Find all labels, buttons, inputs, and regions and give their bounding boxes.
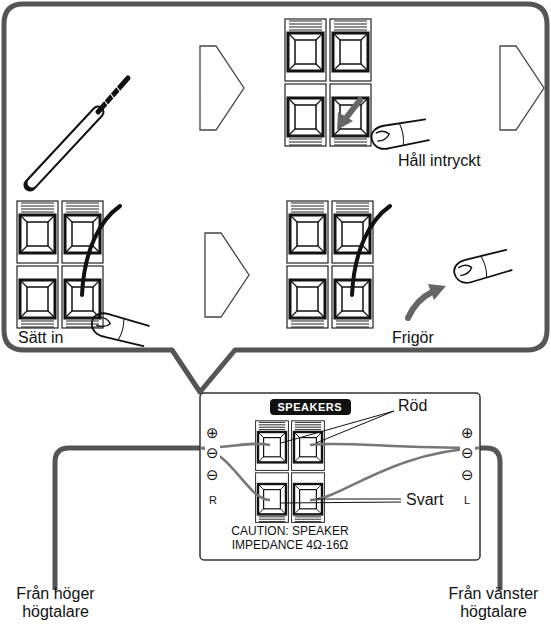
panel-badge: SPEAKERS xyxy=(270,399,351,415)
wire-color-label: Svart xyxy=(405,491,444,509)
polarity-mark: ⊕ xyxy=(460,424,475,441)
step-caption: Sätt in xyxy=(18,329,63,347)
polarity-mark: ⊖ xyxy=(460,466,475,483)
polarity-mark: ⊖ xyxy=(205,466,220,483)
channel-mark: R xyxy=(208,494,218,507)
wire-color-label: Röd xyxy=(398,397,427,415)
cable-label: Från höger högtalare xyxy=(3,585,108,622)
polarity-mark: ⊖ xyxy=(460,444,475,461)
step-caption: Frigör xyxy=(392,329,434,347)
polarity-mark: ⊖ xyxy=(205,444,220,461)
channel-mark: L xyxy=(463,494,471,507)
caution-note: CAUTION: SPEAKER IMPEDANCE 4Ω-16Ω xyxy=(215,525,365,553)
step-caption: Håll intryckt xyxy=(398,152,481,170)
badge-text: SPEAKERS xyxy=(278,401,343,413)
polarity-mark: ⊕ xyxy=(205,424,220,441)
cable-label: Från vänster högtalare xyxy=(441,585,546,622)
